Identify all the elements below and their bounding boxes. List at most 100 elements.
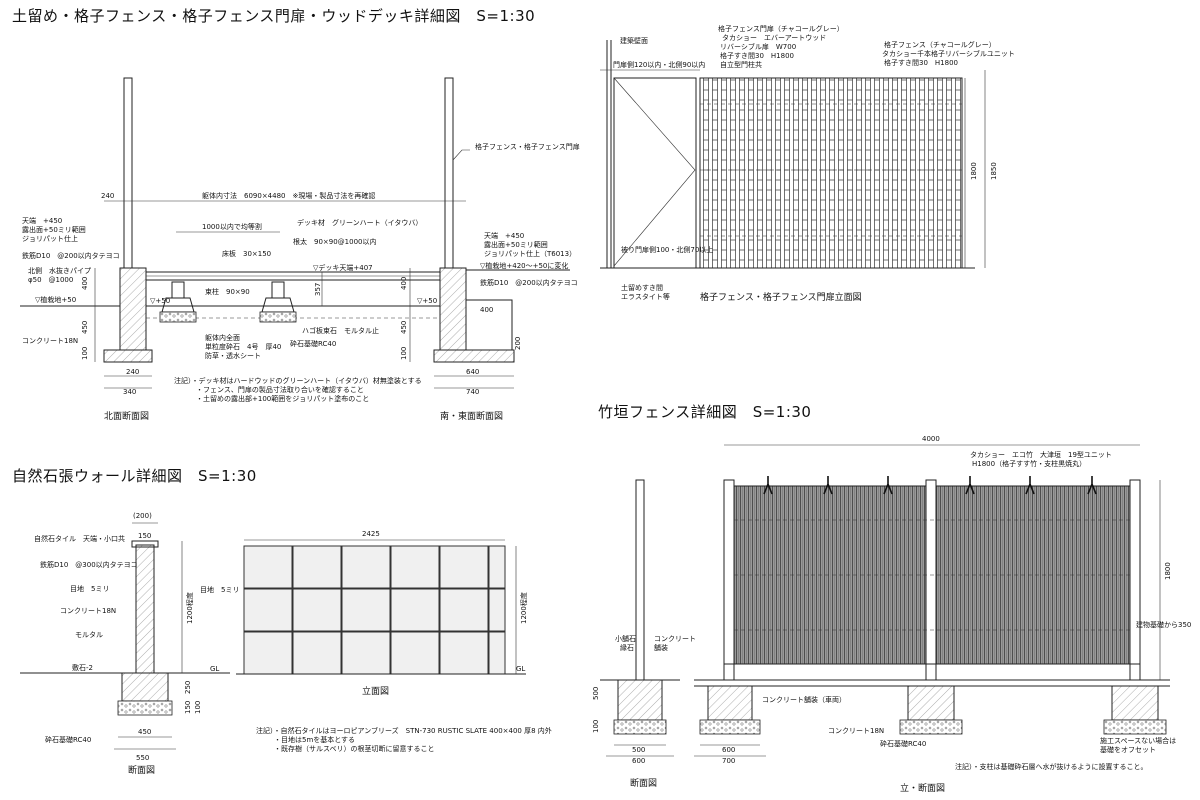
stone-joint-label: 目地 5ミリ bbox=[70, 584, 109, 593]
concrete-paving-label: コンクリート舗装（車両） bbox=[762, 695, 846, 704]
hagi-label: ハゴ板束石 モルタル止 bbox=[302, 326, 379, 335]
stone-joint-elev-label: 目地 5ミリ bbox=[200, 585, 239, 594]
dim-100-left: 100 bbox=[81, 347, 89, 360]
right-fence-post bbox=[444, 77, 454, 269]
bamboo-gravel-label: 砕石基礎RC40 bbox=[880, 739, 926, 748]
fence-label-3: 格子すき間30 H1800 bbox=[884, 58, 958, 67]
stone-gl-label: GL bbox=[210, 665, 219, 673]
right-rebar-label: 鉄筋D10 @200以内タテヨコ bbox=[480, 278, 578, 287]
deck-section: 躯体内寸法 6090×4480 ※現場・製品寸法を再確認 240 格子フェンス・… bbox=[20, 77, 580, 422]
left-rebar-label: 鉄筋D10 @200以内タテヨコ bbox=[22, 251, 120, 260]
concrete-18n-label: コンクリート18N bbox=[828, 727, 884, 735]
fence-label-2: タカショー千本格子リバーシブルユニット bbox=[882, 49, 1015, 58]
gravel-base-label: 砕石基礎RC40 bbox=[290, 339, 336, 348]
bamboo-post-1 bbox=[723, 479, 735, 681]
deck-note-3: ・土留めの露出部+100範囲をジョリパット塗布のこと bbox=[196, 394, 369, 403]
bamboo-dim-500-v: 500 bbox=[592, 687, 600, 700]
deck-note-2: ・フェンス、門扉の製品寸法取り合いを確認すること bbox=[196, 385, 364, 394]
tie-knot bbox=[823, 476, 833, 495]
south-east-caption: 南・東面断面図 bbox=[440, 410, 503, 422]
stone-tile bbox=[292, 588, 342, 632]
gate-label-4: 格子すき間30 H1800 bbox=[720, 51, 794, 60]
stone-rebar-label: 鉄筋D10 @300以内タテヨコ bbox=[40, 560, 138, 569]
frame-inner-3: 防草・透水シート bbox=[205, 351, 261, 360]
stone-tile bbox=[390, 588, 440, 632]
tie-knot bbox=[763, 476, 773, 495]
stone-tile bbox=[243, 631, 293, 675]
left-footing bbox=[103, 349, 153, 363]
left-label-1: 天端 +450 bbox=[22, 216, 62, 225]
dim-200: 200 bbox=[514, 337, 522, 350]
tie-knot bbox=[883, 476, 893, 495]
stone-concrete-label: コンクリート18N bbox=[60, 607, 116, 615]
dim-400-left: 400 bbox=[81, 277, 89, 290]
stone-elev-caption: 立面図 bbox=[362, 685, 389, 697]
stone-h1200b: 1200程度 bbox=[519, 592, 528, 624]
stone-tile-label: 自然石タイル 天端・小口共 bbox=[34, 534, 125, 543]
left-pipe-2: φ50 @1000 bbox=[28, 276, 73, 284]
stone-h1200: 1200程度 bbox=[185, 592, 194, 624]
gate-label-5: 自立型門柱共 bbox=[720, 60, 762, 69]
stone-note-2: ・目地は5mを基本とする bbox=[274, 735, 355, 744]
leader-fence bbox=[452, 149, 470, 161]
plus50-left: ▽+50 bbox=[150, 297, 170, 305]
stone-tile bbox=[390, 631, 440, 675]
stone-dim-150: 150 bbox=[138, 532, 151, 540]
deck-gravel-left bbox=[159, 311, 197, 323]
stone-gravel-label: 砕石基礎RC40 bbox=[45, 735, 91, 744]
right-step bbox=[466, 299, 513, 350]
dim-450-right: 450 bbox=[400, 321, 408, 334]
bamboo-dim-600b: 600 bbox=[722, 746, 735, 754]
bamboo-footing-1 bbox=[707, 685, 753, 721]
gate-caption: 格子フェンス・格子フェンス門扉立面図 bbox=[700, 291, 862, 303]
gap-label-2: 基礎をオフセット bbox=[1100, 745, 1156, 754]
left-pipe-1: 北側 水抜きパイプ bbox=[28, 266, 91, 275]
left-label-2: 露出面+50ミリ範囲 bbox=[22, 225, 86, 234]
dim-1850: 1850 bbox=[990, 162, 998, 180]
deck-post-right bbox=[271, 281, 285, 299]
deck-post-left bbox=[171, 281, 185, 299]
right-label-1: 天端 +450 bbox=[484, 231, 524, 240]
left-retaining-wall bbox=[119, 267, 147, 351]
dim-240b: 240 bbox=[126, 368, 139, 376]
lattice-fence bbox=[699, 77, 963, 269]
stone-tile bbox=[292, 631, 342, 675]
bamboo-section-gravel bbox=[613, 719, 667, 735]
dim-1800: 1800 bbox=[970, 162, 978, 180]
sealant-label-2: エラスタイト等 bbox=[621, 292, 670, 301]
stone-mortar-label: モルタル bbox=[75, 630, 103, 639]
fence-label-1: 格子フェンス（チャコールグレー） bbox=[884, 40, 996, 49]
stone-wall-cap bbox=[131, 540, 159, 548]
north-caption: 北面断面図 bbox=[104, 410, 149, 422]
joist-label: 根太 90×90@1000以内 bbox=[293, 237, 377, 246]
bamboo-title: 竹垣フェンス詳細図 S=1:30 bbox=[598, 403, 812, 421]
stone-tile bbox=[341, 631, 391, 675]
left-concrete-label: コンクリート18N bbox=[22, 337, 78, 345]
stone-dim-150b: 150 bbox=[184, 701, 192, 714]
deck-top-label: ▽デッキ天端+407 bbox=[313, 263, 373, 272]
stone-tile bbox=[341, 545, 391, 589]
bamboo-dim-600: 600 bbox=[632, 757, 645, 765]
gate-label-2: タカショー エバーアートウッド bbox=[722, 33, 826, 42]
stone-section-caption: 断面図 bbox=[128, 764, 155, 776]
right-label-4: ▽植栽地+420～+50に変化 bbox=[480, 261, 568, 270]
dim-450-left: 450 bbox=[81, 321, 89, 334]
frame-inner-2: 単粒度砕石 4号 厚40 bbox=[205, 342, 281, 351]
left-fence-post bbox=[123, 77, 133, 269]
stone-dim-250: 250 bbox=[184, 681, 192, 694]
stone-tile bbox=[488, 545, 506, 589]
right-label-3: ジョリパット仕上（T6013） bbox=[484, 249, 576, 258]
bamboo-footing-3 bbox=[1111, 685, 1159, 721]
bamboo-post-3 bbox=[1129, 479, 1141, 681]
gap-label-1: 施工スペースない場合は bbox=[1100, 736, 1176, 745]
left-ground-label: ▽植栽地+50 bbox=[35, 295, 76, 304]
stone-tile bbox=[439, 588, 489, 632]
stone-dim-450: 450 bbox=[138, 728, 151, 736]
gate-gap-label: 門扉側120以内・北側90以内 bbox=[613, 60, 705, 69]
dim-740: 740 bbox=[466, 388, 479, 396]
small-stone-label-1: 小舗石 bbox=[615, 634, 636, 643]
bamboo-gravel-2 bbox=[899, 719, 963, 735]
stone-tile bbox=[488, 631, 506, 675]
floor-label: 床板 30×150 bbox=[222, 249, 271, 258]
